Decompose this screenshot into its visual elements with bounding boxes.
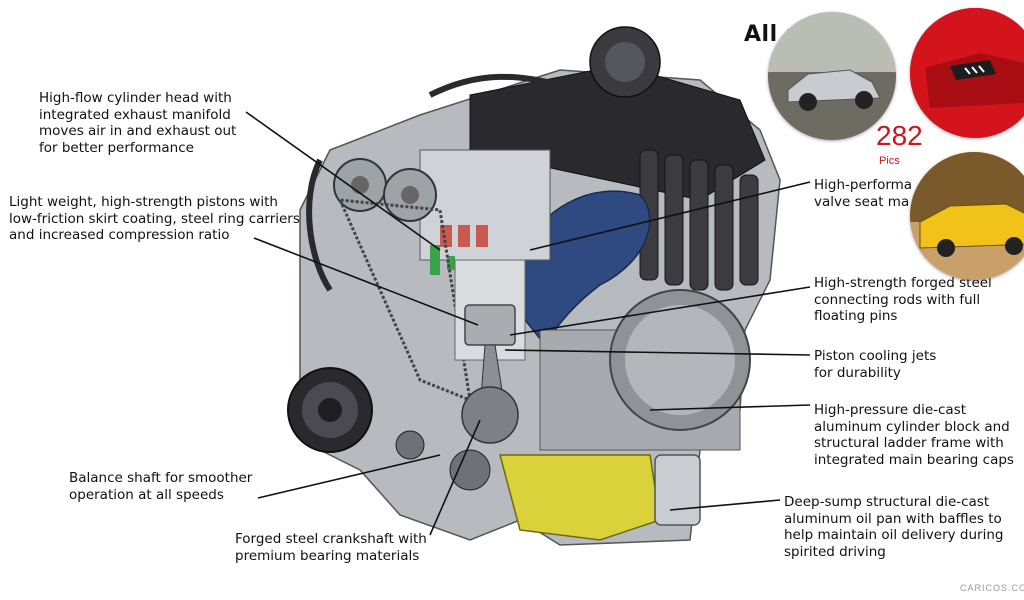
coolant-hose [306,158,333,292]
leader-cylinder-head [245,111,441,251]
valve-green-parts [430,245,455,275]
leader-cooling-jets [504,349,811,356]
label-cooling-jets: Piston cooling jets for durability [814,348,937,381]
crank-pulley [449,449,491,491]
yellow-car-image [910,152,1024,280]
watermark: CARICOS.CO [960,583,1024,593]
pcv-hose [428,73,561,98]
gallery-thumb-yellow-car[interactable] [910,152,1024,280]
oil-filter [654,454,701,526]
idler-pulley [395,430,425,460]
gallery-pic-label: Pics [879,155,900,167]
leader-connecting-rods [509,286,811,336]
red-car-image [910,8,1024,138]
gallery-thumb-red-car[interactable] [910,8,1024,138]
valve-springs [440,225,488,247]
leader-valve-seat [529,181,811,251]
leader-pistons [253,237,479,326]
leader-lines [245,111,811,536]
label-oil-pan: Deep-sump structural die-cast aluminum o… [784,494,1004,560]
oil-pan [499,454,661,541]
label-valve-seat: High-performa valve seat ma [814,177,913,210]
piston [464,304,516,346]
label-cylinder-head: High-flow cylinder head with integrated … [39,90,237,156]
leader-crankshaft [429,419,481,536]
label-balance-shaft: Balance shaft for smoother operation at … [69,470,253,503]
label-cylinder-block: High-pressure die-cast aluminum cylinder… [814,402,1014,468]
label-crankshaft: Forged steel crankshaft with premium bea… [235,531,427,564]
label-connecting-rods: High-strength forged steel connecting ro… [814,275,992,324]
leader-balance-shaft [257,454,441,499]
label-pistons: Light weight, high-strength pistons with… [9,194,300,243]
crank-counterweight [461,386,519,444]
gallery-pic-count: 282 [876,120,923,151]
leader-cylinder-block [649,404,811,411]
leader-oil-pan [669,499,781,511]
